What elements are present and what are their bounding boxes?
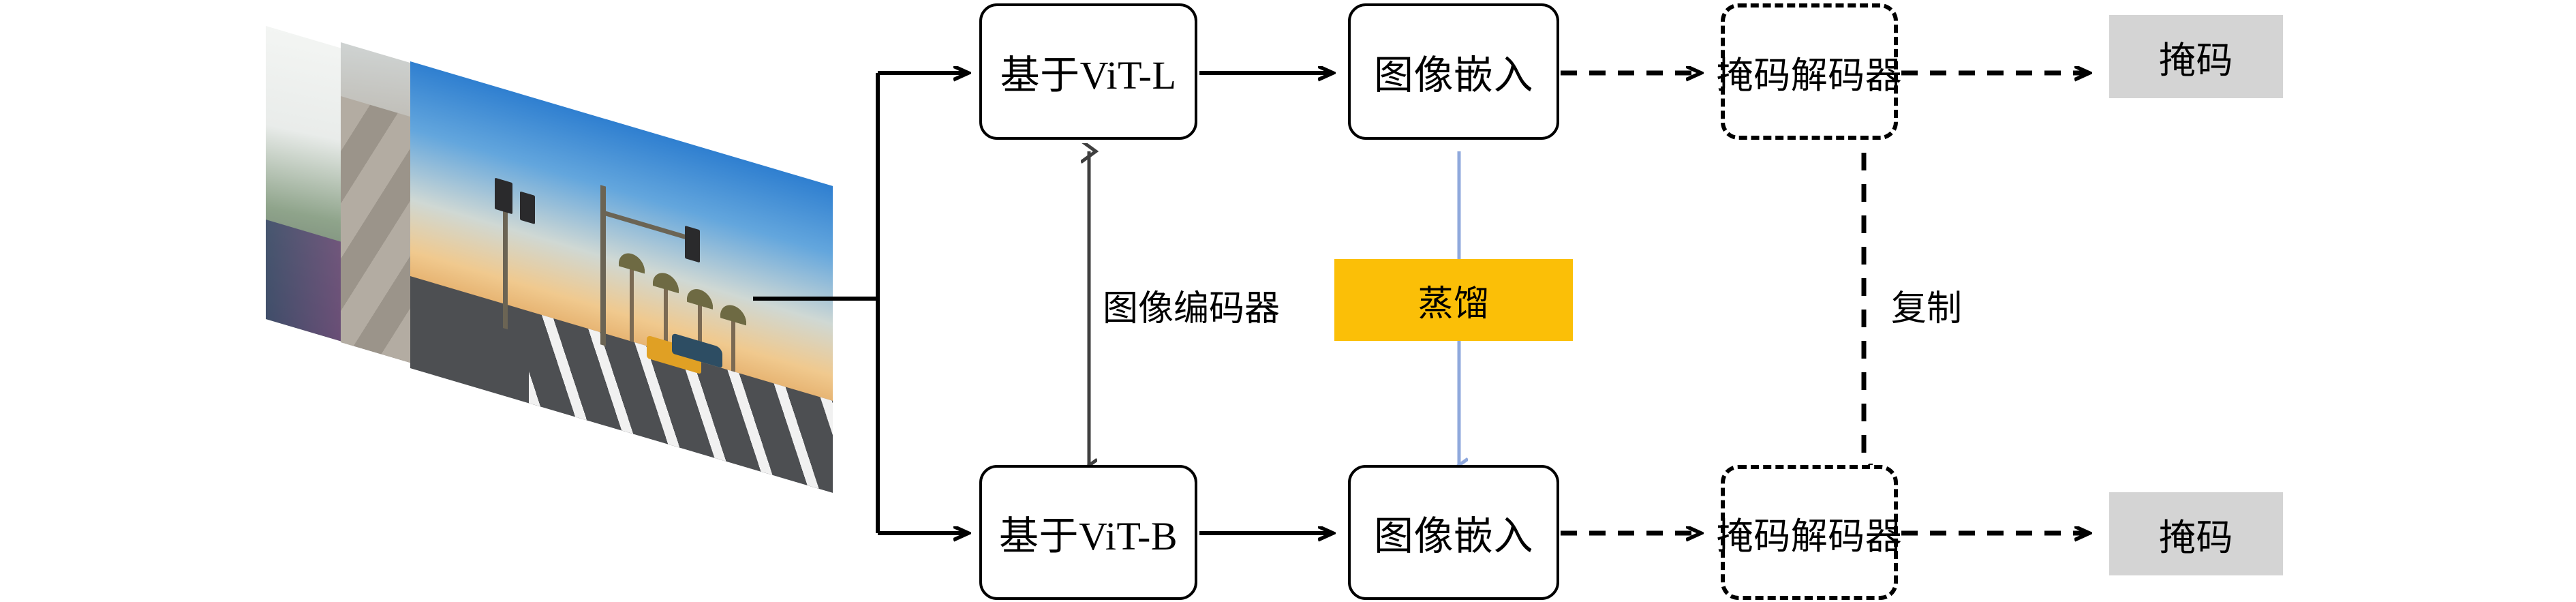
traffic-light-icon (495, 177, 512, 215)
node-teacher-encoder-label: 基于ViT-L (1000, 53, 1177, 97)
signal-arm (600, 209, 694, 242)
label-distillation-chip: 蒸馏 (1334, 259, 1573, 341)
traffic-light-pole (503, 193, 508, 330)
label-image-encoder: 图像编码器 (1103, 290, 1281, 329)
input-image-stack (259, 0, 886, 602)
node-teacher-embedding[interactable]: 图像嵌入 (1348, 3, 1559, 140)
image-layer-front (410, 61, 833, 493)
node-student-encoder[interactable]: 基于ViT-B (979, 465, 1197, 600)
node-teacher-embedding-label: 图像嵌入 (1373, 53, 1533, 97)
node-teacher-mask-decoder[interactable]: 掩码解码器 (1717, 3, 1902, 140)
node-teacher-mask-decoder-label: 掩码解码器 (1716, 55, 1903, 96)
node-student-mask-decoder[interactable]: 掩码解码器 (1717, 465, 1902, 600)
palm-tree-icon (630, 261, 634, 342)
node-student-mask-output[interactable]: 掩码 (2109, 492, 2283, 575)
node-student-embedding[interactable]: 图像嵌入 (1348, 465, 1559, 600)
palm-tree-icon (731, 312, 736, 372)
node-teacher-mask-output[interactable]: 掩码 (2109, 15, 2283, 98)
label-copy: 复制 (1891, 290, 1963, 329)
traffic-light-icon (520, 191, 536, 224)
traffic-light-icon (685, 225, 700, 262)
node-student-encoder-label: 基于ViT-B (998, 514, 1178, 558)
label-distillation-text: 蒸馏 (1417, 284, 1490, 324)
node-student-mask-decoder-label: 掩码解码器 (1716, 515, 1903, 557)
node-student-embedding-label: 图像嵌入 (1373, 514, 1533, 558)
node-student-mask-output-label: 掩码 (2159, 517, 2233, 558)
node-teacher-mask-output-label: 掩码 (2159, 40, 2233, 81)
node-teacher-encoder[interactable]: 基于ViT-L (979, 3, 1197, 140)
